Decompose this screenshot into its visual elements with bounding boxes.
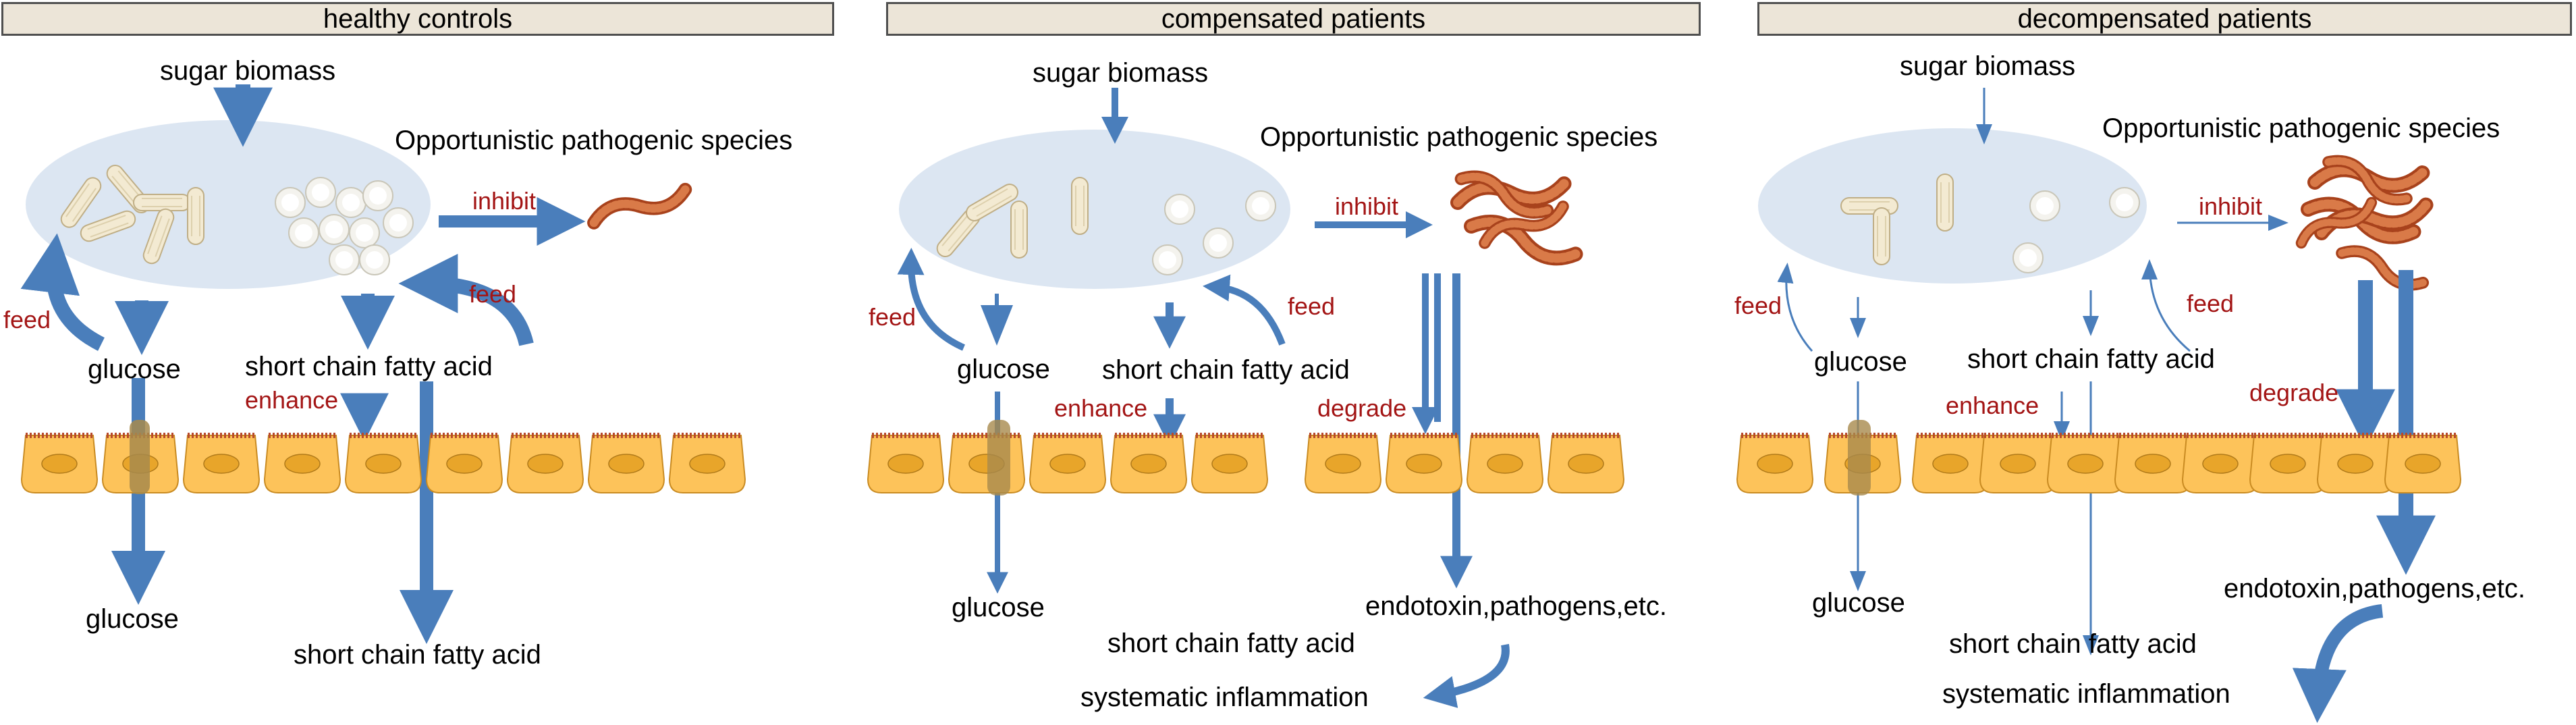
label-inflammation: systematic inflammation [1080, 682, 1369, 712]
arrow-feed-left [1777, 263, 1813, 352]
label-glucose-top: glucose [88, 354, 181, 384]
arrow-inflammation [2292, 604, 2384, 723]
label-endotoxin: endotoxin,pathogens,etc. [2224, 574, 2526, 603]
label-scfa-top: short chain fatty acid [245, 352, 493, 381]
label-scfa-bottom: short chain fatty acid [294, 640, 541, 670]
label-endotoxin: endotoxin,pathogens,etc. [1365, 591, 1668, 621]
pathogen-worms [591, 181, 688, 232]
panel-header-decompensated: decompensated patients [1757, 2, 2572, 36]
epithelium-decompensated [1737, 420, 2461, 495]
label-glucose-top: glucose [957, 354, 1050, 384]
arrow-inflammation [1423, 643, 1510, 708]
arrow-feed-right [398, 254, 534, 346]
label-inhibit: inhibit [2199, 192, 2263, 220]
label-sugar-biomass: sugar biomass [1033, 58, 1209, 88]
label-degrade: degrade [1317, 394, 1407, 422]
epithelium-compensated [868, 420, 1624, 495]
label-scfa-bottom: short chain fatty acid [1107, 628, 1355, 658]
tight-junction [987, 420, 1010, 495]
label-scfa-top: short chain fatty acid [1967, 344, 2215, 374]
label-glucose-bottom: glucose [86, 604, 179, 634]
panel-header-healthy: healthy controls [1, 2, 834, 36]
label-feed-right: feed [1288, 292, 1336, 320]
microbiota-ellipse [899, 130, 1290, 289]
arrow-feed-left [20, 233, 105, 351]
label-inflammation: systematic inflammation [1942, 679, 2230, 709]
epithelium-healthy [22, 420, 745, 494]
label-enhance: enhance [245, 386, 339, 414]
panel-decompensated [1737, 88, 2461, 723]
label-glucose-bottom: glucose [1812, 588, 1905, 618]
panel-healthy [20, 84, 745, 644]
pathogen-worms [1456, 171, 1578, 264]
pathogen-worms [2297, 155, 2428, 290]
label-enhance: enhance [1054, 394, 1148, 422]
tight-junction [130, 420, 150, 494]
label-feed-left: feed [3, 306, 51, 333]
label-scfa-bottom: short chain fatty acid [1949, 629, 2197, 659]
label-sugar-biomass: sugar biomass [160, 56, 336, 86]
label-inhibit: inhibit [472, 187, 537, 215]
panel-compensated [868, 88, 1624, 708]
label-opportunistic-pathogens: Opportunistic pathogenic species [395, 126, 793, 155]
panel-header-compensated: compensated patients [886, 2, 1701, 36]
label-opportunistic-pathogens: Opportunistic pathogenic species [2102, 113, 2500, 143]
label-feed-right: feed [469, 280, 517, 308]
label-inhibit: inhibit [1335, 192, 1399, 220]
arrow-feed-left [897, 248, 966, 351]
arrow-feed-right [1203, 274, 1286, 346]
label-glucose-top: glucose [1814, 347, 1907, 377]
label-feed-left: feed [1734, 292, 1782, 319]
label-glucose-bottom: glucose [952, 593, 1045, 622]
label-enhance: enhance [1946, 392, 2039, 419]
tight-junction [1848, 420, 1871, 495]
label-sugar-biomass: sugar biomass [1900, 51, 2076, 81]
label-feed-left: feed [869, 303, 916, 331]
label-degrade: degrade [2249, 379, 2339, 406]
arrows-healthy [20, 84, 586, 644]
arrow-feed-right [2141, 259, 2191, 352]
label-scfa-top: short chain fatty acid [1102, 355, 1350, 385]
label-opportunistic-pathogens: Opportunistic pathogenic species [1260, 122, 1658, 152]
microbiota-ellipse [26, 120, 431, 289]
label-feed-right: feed [2187, 290, 2235, 317]
